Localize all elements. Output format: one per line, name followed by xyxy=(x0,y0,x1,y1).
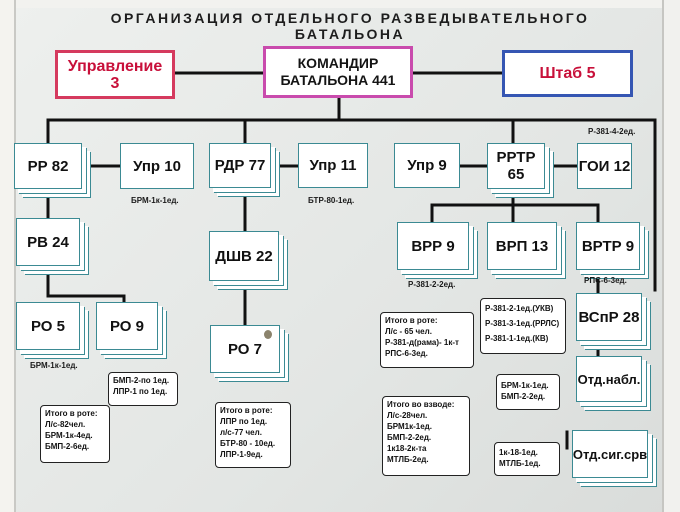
unit-upr10: Упр 10 xyxy=(120,143,194,189)
card-line: БМП-2-6ед. xyxy=(45,442,90,451)
note-r381-vrr: Р-381-2-2ед. xyxy=(408,280,456,289)
control-count: 3 xyxy=(110,74,120,92)
card-line: ЛПР по 1ед. xyxy=(220,417,268,426)
control-label: Управление xyxy=(67,57,163,75)
board-right-frame xyxy=(662,0,680,512)
card-line: БТР-80 - 10ед. xyxy=(220,439,276,448)
card-line: Л/с-82чел. xyxy=(45,420,86,429)
card-line: 1к-18-1ед. xyxy=(499,448,538,457)
board-left-frame xyxy=(0,0,16,512)
card-platoon-total: Итого во взводе: Л/с-28чел. БРМ1к-1ед. Б… xyxy=(382,396,470,476)
card-rdr-total: Итого в роте: ЛПР по 1ед. л/с-77 чел. БТ… xyxy=(215,402,291,468)
unit-rdr: РДР 77 xyxy=(209,143,271,188)
card-line: Итого в роте: xyxy=(385,316,438,325)
card-line: Итого в роте: xyxy=(45,409,98,418)
unit-otd-nabl: Отд.набл. xyxy=(576,356,642,402)
card-line: РПС-6-3ед. xyxy=(385,349,428,358)
card-line: Л/с - 65 чел. xyxy=(385,327,432,336)
note-brm-ro5: БРМ-1к-1ед. xyxy=(30,361,78,370)
card-line: Р-381-2-1ед.(УКВ) xyxy=(485,304,554,313)
card-line: МТЛБ-1ед. xyxy=(499,459,541,468)
card-line: МТЛБ-2ед. xyxy=(387,455,429,464)
card-line: БМП-2-2ед. xyxy=(501,392,546,401)
card-line: 1к18-2к-та xyxy=(387,444,427,453)
unit-vspr: ВСпР 28 xyxy=(576,293,642,341)
unit-rv: РВ 24 xyxy=(16,218,80,266)
unit-rrtr: РРТР 65 xyxy=(487,143,545,189)
card-line: БМП-2-2ед. xyxy=(387,433,432,442)
board-top-frame xyxy=(0,0,680,8)
note-brm-upr10: БРМ-1к-1ед. xyxy=(131,196,179,205)
card-line: Р-381-д(рама)- 1к-т xyxy=(385,338,459,347)
control-box: Управление 3 xyxy=(55,50,175,99)
commander-line2: БАТАЛЬОНА 441 xyxy=(280,72,396,88)
card-brm-bmp: БРМ-1к-1ед. БМП-2-2ед. xyxy=(496,374,560,410)
card-r381-set: Р-381-2-1ед.(УКВ) Р-381-3-1ед.(РРЛС) Р-3… xyxy=(480,298,566,354)
unit-vrr: ВРР 9 xyxy=(397,222,469,270)
unit-upr9: Упр 9 xyxy=(394,143,460,188)
card-line: БМП-2-по 1ед. xyxy=(113,376,170,385)
unit-ro5: РО 5 xyxy=(16,302,80,350)
note-rps-vrtr: РПС-6-3ед. xyxy=(584,276,627,285)
card-rrtr-total: Итого в роте: Л/с - 65 чел. Р-381-д(рама… xyxy=(380,312,474,368)
card-line: Л/с-28чел. xyxy=(387,411,428,420)
card-line: Итого в роте: xyxy=(220,406,273,415)
card-rr-total: Итого в роте: Л/с-82чел. БРМ-1к-4ед. БМП… xyxy=(40,405,110,463)
card-k18-mtlb: 1к-18-1ед. МТЛБ-1ед. xyxy=(494,442,560,476)
card-line: БРМ1к-1ед. xyxy=(387,422,432,431)
card-line: БРМ-1к-4ед. xyxy=(45,431,93,440)
unit-goi: ГОИ 12 xyxy=(577,143,632,189)
card-line: БРМ-1к-1ед. xyxy=(501,381,549,390)
staff-box: Штаб 5 xyxy=(502,50,633,97)
unit-vrtr: ВРТР 9 xyxy=(576,222,640,270)
unit-ro7: РО 7 xyxy=(210,325,280,373)
card-line: л/с-77 чел. xyxy=(220,428,262,437)
smudge-mark xyxy=(264,330,272,339)
card-line: Р-381-3-1ед.(РРЛС) xyxy=(485,319,560,328)
chart-title: ОРГАНИЗАЦИЯ ОТДЕЛЬНОГО РАЗВЕДЫВАТЕЛЬНОГО… xyxy=(110,10,590,42)
card-line: ЛПР-1 по 1ед. xyxy=(113,387,168,396)
card-ro9-equipment: БМП-2-по 1ед. ЛПР-1 по 1ед. xyxy=(108,372,178,406)
unit-rr: РР 82 xyxy=(14,143,82,189)
unit-vrp: ВРП 13 xyxy=(487,222,557,270)
card-line: Р-381-1-1ед.(КВ) xyxy=(485,334,549,343)
card-line: ЛПР-1-9ед. xyxy=(220,450,263,459)
commander-line1: КОМАНДИР xyxy=(297,55,379,71)
commander-box: КОМАНДИР БАТАЛЬОНА 441 xyxy=(263,46,413,98)
unit-otd-sig: Отд.сиг.срв xyxy=(572,430,648,478)
note-btr-upr11: БТР-80-1ед. xyxy=(308,196,355,205)
unit-dshv: ДШВ 22 xyxy=(209,231,279,281)
card-line: Итого во взводе: xyxy=(387,400,455,409)
note-r381-4: Р-381-4-2ед. xyxy=(588,127,636,136)
unit-upr11: Упр 11 xyxy=(298,143,368,188)
unit-ro9: РО 9 xyxy=(96,302,158,350)
